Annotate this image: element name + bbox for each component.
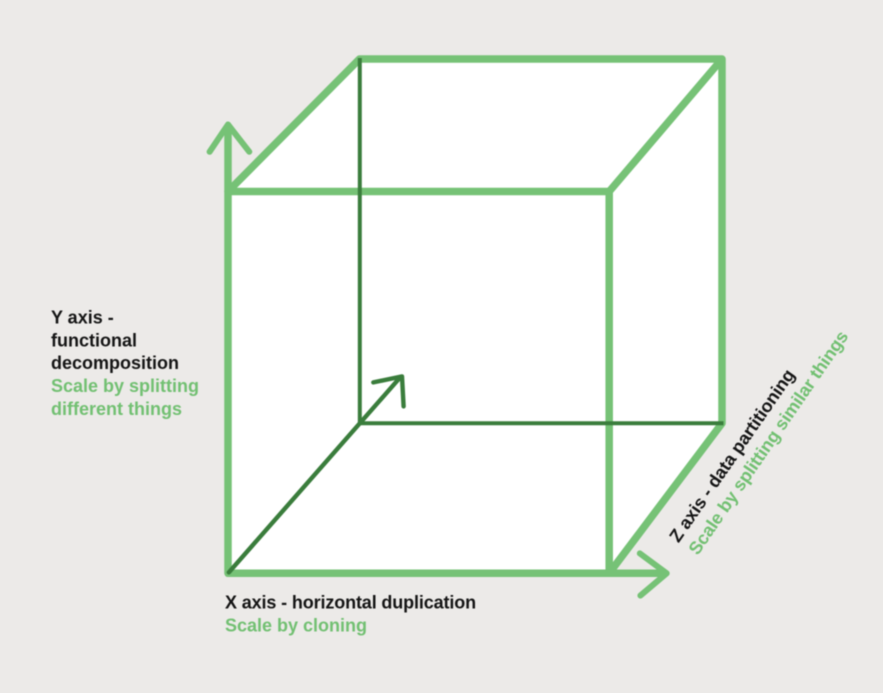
svg-text:Scale by cloning: Scale by cloning xyxy=(225,615,367,635)
svg-text:different things: different things xyxy=(51,399,182,419)
svg-text:Y axis -: Y axis - xyxy=(51,307,114,327)
svg-text:functional: functional xyxy=(51,330,137,350)
svg-text:decomposition: decomposition xyxy=(51,353,179,373)
svg-text:Scale by splitting: Scale by splitting xyxy=(51,376,199,396)
svg-text:X axis - horizontal duplicatio: X axis - horizontal duplication xyxy=(225,592,476,612)
